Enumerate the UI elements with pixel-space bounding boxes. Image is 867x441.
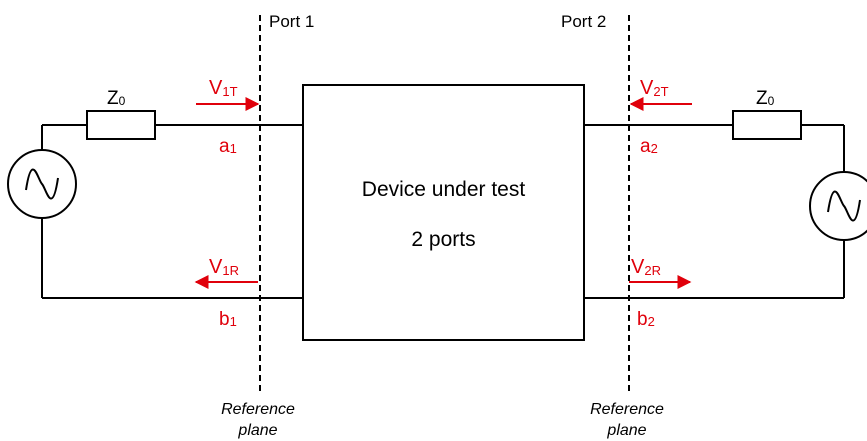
left-impedance-label: Z0 [107, 88, 126, 109]
reference-plane-1-caption-line1: Reference [221, 401, 295, 418]
reference-plane-2-caption-line2: plane [606, 422, 646, 439]
right-source-circuit [584, 124, 845, 299]
a2-label: a2 [640, 136, 658, 157]
device-under-test-box [302, 84, 585, 341]
b1-label: b1 [219, 309, 237, 330]
right-resistor-icon [732, 110, 802, 140]
v1r-label: V1R [209, 256, 239, 278]
v1t-label: V1T [209, 77, 238, 99]
port-1-label: Port 1 [269, 12, 314, 31]
left-resistor-icon [86, 110, 156, 140]
left-source-circuit [41, 124, 303, 299]
right-impedance-label: Z0 [756, 88, 775, 109]
port-2-label: Port 2 [561, 12, 606, 31]
reference-plane-1-caption-line2: plane [237, 422, 277, 439]
device-title: Device under test [362, 178, 526, 201]
v2r-label: V2R [631, 256, 661, 278]
v2t-label: V2T [640, 77, 669, 99]
device-subtitle: 2 ports [411, 228, 475, 251]
b2-label: b2 [637, 309, 655, 330]
a1-label: a1 [219, 136, 237, 157]
reference-plane-2-caption-line1: Reference [590, 401, 664, 418]
right-ac-source-icon [809, 171, 867, 241]
left-ac-source-icon [7, 149, 77, 219]
